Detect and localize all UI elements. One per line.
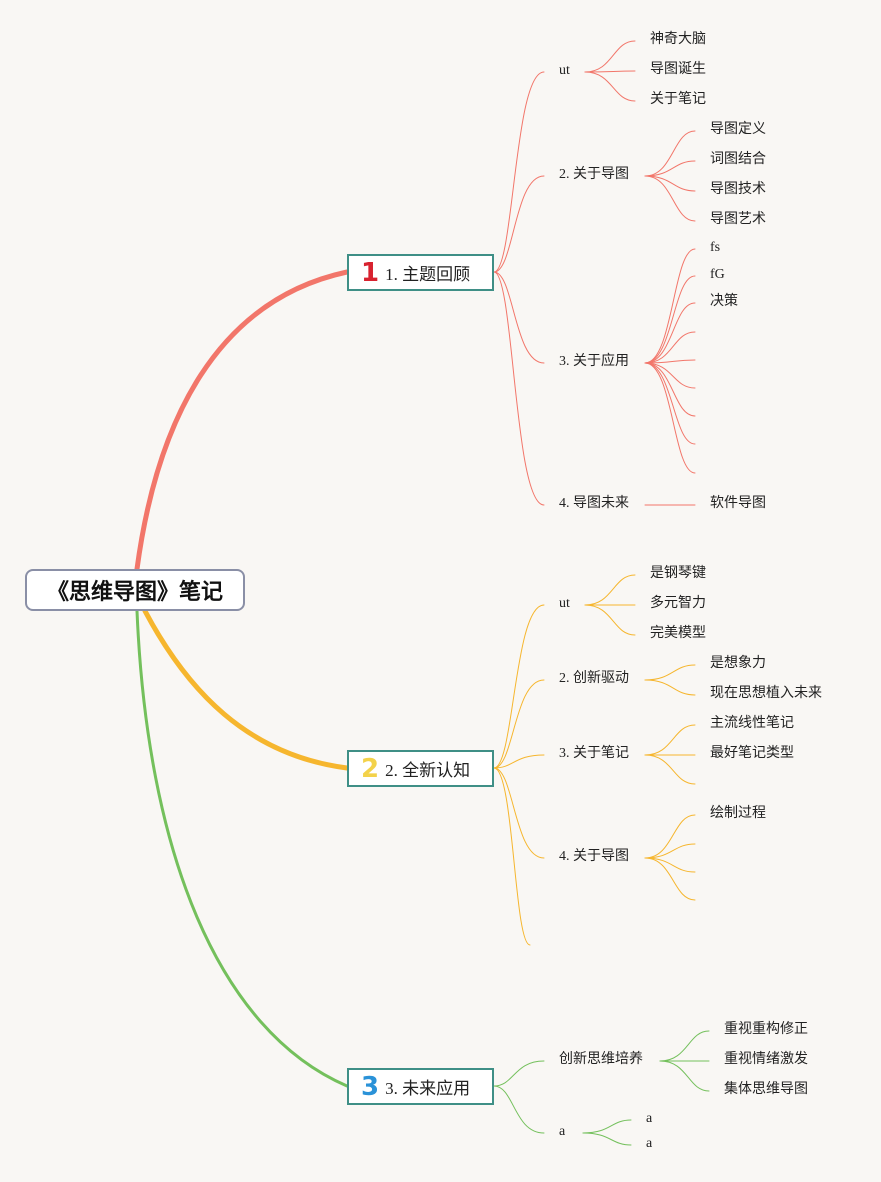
branch-3-main-connector <box>135 609 349 1088</box>
branch-1-sub-3-node[interactable]: 3. 关于应用 <box>559 354 629 370</box>
branch-1-sub-1-leaf-3-connector <box>584 71 636 102</box>
branch-1-sub-2-leaf-4[interactable]: 导图艺术 <box>710 212 766 228</box>
branch-2-sub-1-leaf-2[interactable]: 多元智力 <box>650 596 706 612</box>
branch-2-sub-4-connector <box>493 767 545 859</box>
branch-3-number-badge: 3 <box>361 1071 380 1102</box>
branch-2-sub-2-connector <box>493 679 545 769</box>
branch-2-sub-3-leaf-2[interactable]: 最好笔记类型 <box>710 746 794 762</box>
branch-2-sub-1-connector <box>493 604 545 769</box>
branch-2-sub-1-node[interactable]: ut <box>559 596 570 612</box>
branch-3-sub-1-node[interactable]: 创新思维培养 <box>559 1052 643 1068</box>
branch-3-label: 3. 未来应用 <box>385 1079 471 1098</box>
branch-1-sub-1-node[interactable]: ut <box>559 63 570 79</box>
branch-1-sub-3-leaf-1-connector <box>644 248 696 364</box>
branch-1-sub-3-leaf-9-connector <box>644 362 696 474</box>
branch-1-sub-1-leaf-1-connector <box>584 40 636 73</box>
branch-1-sub-4-leaf-1[interactable]: 软件导图 <box>710 496 766 512</box>
branch-2-sub-2-leaf-1-connector <box>644 664 696 681</box>
branch-2-sub-4-node[interactable]: 4. 关于导图 <box>559 849 629 865</box>
branch-1-sub-2-leaf-2-connector <box>644 160 696 177</box>
branch-2-sub-3-connector <box>493 754 545 769</box>
branch-2-sub-2-leaf-1[interactable]: 是想象力 <box>710 656 766 672</box>
branch-1-sub-1-connector <box>493 71 545 273</box>
branch-1-sub-1-leaf-3[interactable]: 关于笔记 <box>650 92 706 108</box>
branch-2-number-badge: 2 <box>361 753 380 784</box>
branch-1-sub-1-leaf-2-connector <box>584 70 636 73</box>
branch-3-sub-1-leaf-1[interactable]: 重视重构修正 <box>724 1022 808 1038</box>
branch-2-sub-3-node[interactable]: 3. 关于笔记 <box>559 746 629 762</box>
branch-1-sub-3-leaf-1[interactable]: fs <box>710 240 721 256</box>
branch-1-sub-2-leaf-1-connector <box>644 130 696 177</box>
branch-1-sub-3-leaf-3[interactable]: 决策 <box>710 294 738 310</box>
branch-3-sub-1-connector <box>493 1060 545 1087</box>
branch-2-sub-1-leaf-3[interactable]: 完美模型 <box>650 626 706 642</box>
branch-3-sub-1-leaf-3-connector <box>659 1060 710 1092</box>
branch-1-sub-3-leaf-2[interactable]: fG <box>710 267 725 283</box>
branch-1-sub-2-leaf-3-connector <box>644 175 696 192</box>
branch-2-sub-1-leaf-1[interactable]: 是钢琴键 <box>650 566 706 582</box>
branch-1-sub-2-node[interactable]: 2. 关于导图 <box>559 167 629 183</box>
branch-1-sub-2-leaf-2[interactable]: 词图结合 <box>710 152 766 168</box>
branch-1-sub-3-leaf-4-connector <box>644 331 696 364</box>
branch-3-sub-2-leaf-2[interactable]: a <box>646 1136 653 1152</box>
branch-3-sub-2-leaf-1-connector <box>582 1119 632 1134</box>
branch-2-sub-1-leaf-1-connector <box>584 574 636 606</box>
branch-3-sub-2-leaf-2-connector <box>582 1132 632 1146</box>
branch-3-sub-1-leaf-2[interactable]: 重视情绪激发 <box>724 1052 808 1068</box>
branch-3-sub-1-leaf-3[interactable]: 集体思维导图 <box>724 1082 808 1098</box>
branch-3-sub-1-leaf-1-connector <box>659 1030 710 1062</box>
branch-2-sub-4-leaf-4-connector <box>644 857 696 901</box>
branch-2-node[interactable]: 2 2. 全新认知 <box>347 750 494 787</box>
branch-2-sub-2-leaf-2[interactable]: 现在思想植入未来 <box>710 686 822 702</box>
branch-2-sub-4-leaf-2-connector <box>644 843 696 859</box>
branch-1-sub-2-connector <box>493 175 545 273</box>
branch-2-sub-3-leaf-1-connector <box>644 724 696 756</box>
branch-2-sub-1-leaf-3-connector <box>584 604 636 636</box>
root-node[interactable]: 《思维导图》笔记 <box>25 569 245 611</box>
branch-2-sub-5-connector <box>493 767 531 946</box>
branch-1-sub-4-node[interactable]: 4. 导图未来 <box>559 496 629 512</box>
branch-1-number-badge: 1 <box>361 257 380 288</box>
branch-1-sub-3-leaf-8-connector <box>644 362 696 445</box>
branch-2-sub-2-leaf-2-connector <box>644 679 696 696</box>
branch-1-sub-3-leaf-5-connector <box>644 359 696 364</box>
branch-1-sub-2-leaf-3[interactable]: 导图技术 <box>710 182 766 198</box>
branch-1-sub-3-leaf-2-connector <box>644 275 696 364</box>
branch-1-sub-3-leaf-7-connector <box>644 362 696 417</box>
branch-3-sub-2-node[interactable]: a <box>559 1124 566 1140</box>
branch-1-sub-1-leaf-2[interactable]: 导图诞生 <box>650 62 706 78</box>
branch-3-sub-2-leaf-1[interactable]: a <box>646 1111 653 1127</box>
branch-2-sub-4-leaf-1[interactable]: 绘制过程 <box>710 806 766 822</box>
branch-2-sub-3-leaf-3-connector <box>644 754 696 785</box>
branch-2-sub-4-leaf-3-connector <box>644 857 696 873</box>
root-title: 《思维导图》笔记 <box>46 580 223 605</box>
branch-2-sub-2-node[interactable]: 2. 创新驱动 <box>559 671 629 687</box>
branch-1-label: 1. 主题回顾 <box>385 265 471 284</box>
branch-1-sub-2-leaf-4-connector <box>644 175 696 222</box>
branch-2-label: 2. 全新认知 <box>385 761 471 780</box>
branch-2-sub-4-leaf-1-connector <box>644 814 696 859</box>
branch-2-main-connector <box>142 608 350 771</box>
branch-2-sub-3-leaf-1[interactable]: 主流线性笔记 <box>710 716 794 732</box>
branch-1-sub-2-leaf-1[interactable]: 导图定义 <box>710 122 766 138</box>
branch-1-sub-3-leaf-3-connector <box>644 302 696 364</box>
branch-3-sub-2-connector <box>493 1085 545 1134</box>
branch-1-sub-3-leaf-6-connector <box>644 362 696 389</box>
branch-1-sub-4-connector <box>493 271 545 506</box>
branch-3-node[interactable]: 3 3. 未来应用 <box>347 1068 494 1105</box>
branch-1-sub-3-connector <box>493 271 545 364</box>
branch-1-main-connector <box>134 269 350 572</box>
branch-1-node[interactable]: 1 1. 主题回顾 <box>347 254 494 291</box>
branch-1-sub-1-leaf-1[interactable]: 神奇大脑 <box>650 32 706 48</box>
